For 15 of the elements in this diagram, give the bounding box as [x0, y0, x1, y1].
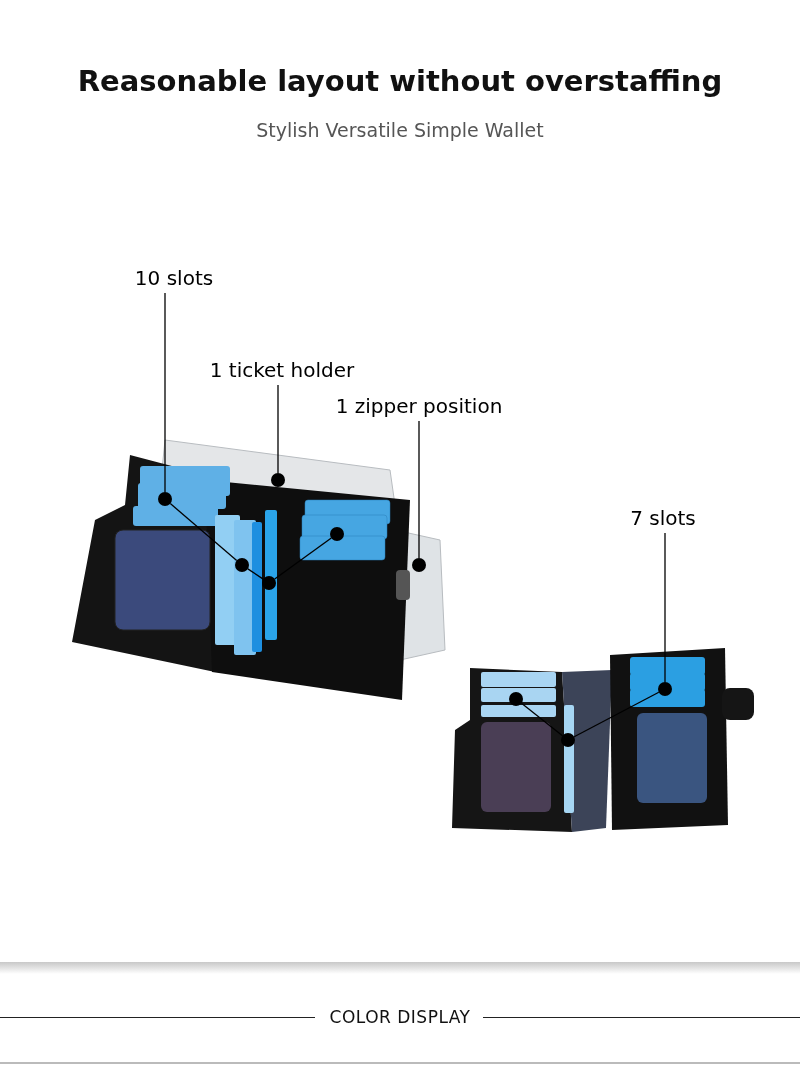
- leader-line: [274, 537, 332, 580]
- callout-label: 1 ticket holder: [209, 358, 355, 382]
- subtitle: Stylish Versatile Simple Wallet: [255, 119, 545, 141]
- leader-line: [418, 420, 420, 559]
- leader-line: [164, 292, 166, 493]
- callout-label: 10 slots: [134, 266, 214, 290]
- leader-line: [169, 502, 238, 562]
- leader-line: [664, 532, 666, 683]
- leader-line: [247, 568, 264, 580]
- leader-line: [573, 691, 660, 738]
- title: Reasonable layout without overstaffing: [76, 64, 724, 98]
- leader-line: [277, 384, 279, 474]
- callout-label: 7 slots: [630, 506, 696, 530]
- callout-label: 1 zipper position: [335, 394, 503, 418]
- section-heading: COLOR DISPLAY: [328, 1007, 472, 1027]
